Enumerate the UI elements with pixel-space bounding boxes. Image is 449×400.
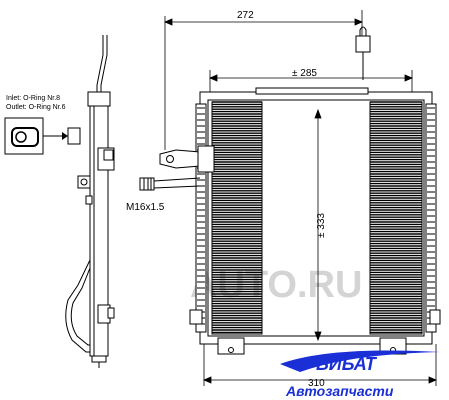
condenser-frame bbox=[195, 87, 437, 345]
thread-size-label: M16x1.5 bbox=[126, 202, 165, 213]
logo-tagline: Автозапчасти bbox=[285, 383, 394, 399]
condenser-fins-right bbox=[369, 101, 423, 335]
dimension-core-height bbox=[314, 108, 322, 342]
fin-block-outline bbox=[211, 101, 263, 335]
top-mount-bracket bbox=[355, 26, 371, 80]
outlet-note: Outlet: O-Ring Nr.6 bbox=[6, 104, 66, 111]
condenser-pipes bbox=[139, 145, 215, 191]
condenser-fins-left bbox=[211, 101, 263, 335]
bibat-logo: БИБАТ Автозапчасти bbox=[280, 350, 440, 399]
dimension-bottom-width bbox=[202, 344, 438, 386]
dimension-core-width-label: ± 285 bbox=[292, 68, 317, 79]
dimension-bottom-width-label: 310 bbox=[308, 378, 325, 389]
o-ring-inset bbox=[4, 117, 81, 155]
dimension-top-width bbox=[163, 10, 364, 150]
dimension-top-width-label: 272 bbox=[237, 10, 254, 21]
inlet-note: Inlet: O-Ring Nr.8 bbox=[6, 95, 60, 102]
dimension-core-width bbox=[208, 70, 414, 92]
logo-brand: БИБАТ bbox=[316, 354, 378, 374]
fin-block-outline bbox=[369, 101, 423, 335]
receiver-drier-assembly bbox=[65, 35, 115, 368]
dimension-core-height-label: ± 333 bbox=[316, 213, 327, 238]
